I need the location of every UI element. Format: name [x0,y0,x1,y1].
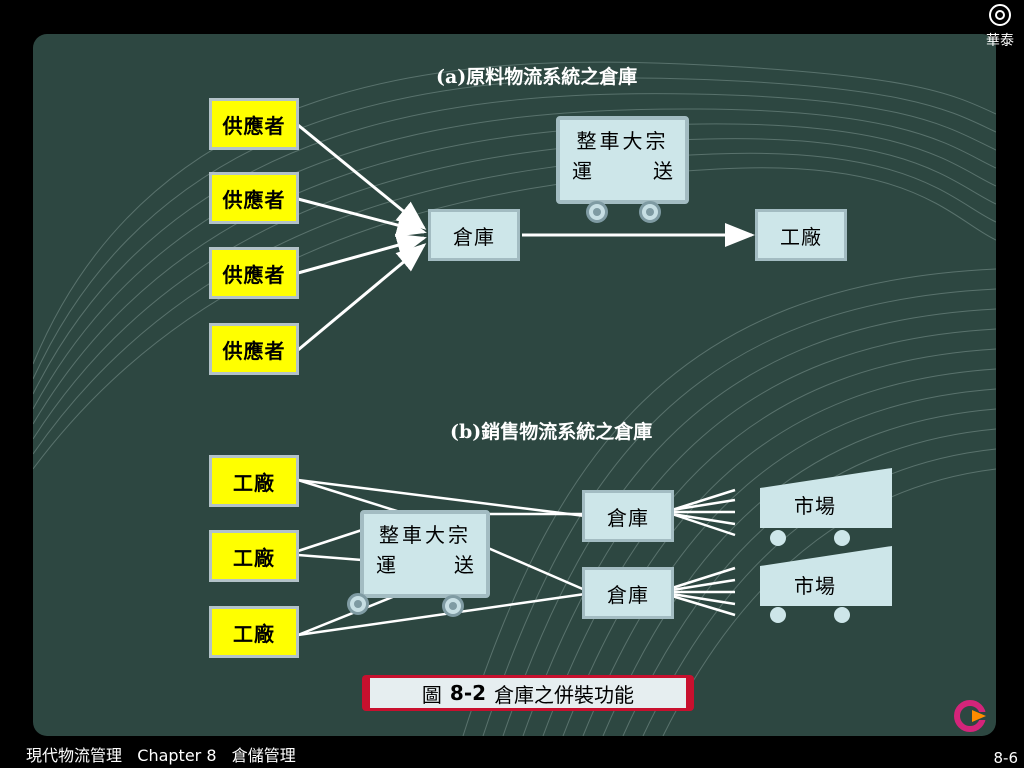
line-factory2-truck-b [297,553,363,562]
supplier-box-3: 供應者 [209,247,299,299]
truck-a-wheel-right [639,201,661,223]
market-truck-2-wheel-left [770,607,786,623]
arrow-supplier2-warehouse [297,197,427,237]
market-label-1: 市場 [794,494,836,518]
market-truck-2-wheel-right [834,607,850,623]
line-truck-warehouse2 [487,546,586,592]
truck-a-wheel-left [586,201,608,223]
next-slide-icon[interactable] [954,700,988,732]
line-factory3-truck [297,592,401,637]
factory-box-2: 工廠 [209,530,299,582]
market-truck-2-body [760,546,892,606]
market-truck-1-wheel-left [770,530,786,546]
line-factory2-truck-a [297,528,363,553]
arrow-supplier3-warehouse [297,233,427,275]
caption-title: 倉庫之併裝功能 [494,682,635,707]
warehouse-a: 倉庫 [428,209,520,261]
truck-b-line2-right: 送 [454,553,474,577]
supplier-box-1: 供應者 [209,98,299,150]
truck-b-wheel-right [442,595,464,617]
line-factory3-warehouse2 [297,592,586,637]
supplier-box-4: 供應者 [209,323,299,375]
footer-course: 現代物流管理 [26,746,123,765]
truck-b-line1: 整車大宗 [379,523,471,547]
slide-panel [33,34,996,736]
figure-caption: 圖 8-2 倉庫之併裝功能 [362,675,694,711]
bulk-transport-truck-b: 整車大宗 運 送 [360,510,490,598]
line-factory1-warehouse1 [297,478,586,518]
footer-course-info: 現代物流管理 Chapter 8 倉儲管理 [26,742,296,766]
truck-b-line2-left: 運 [376,553,396,577]
caption-prefix: 圖 [421,682,442,707]
warehouse-b-1: 倉庫 [582,490,674,542]
arrow-supplier1-warehouse [297,123,427,230]
market-label-2: 市場 [794,574,836,598]
bulk-transport-truck-a: 整車大宗 運 送 [556,116,689,204]
heading-a: (a)原料物流系統之倉庫 [436,66,638,88]
market-truck-1-body [760,468,892,528]
arrow-supplier4-warehouse [297,243,427,352]
fan-warehouse1-market [671,488,736,537]
market-truck-1-wheel-right [834,530,850,546]
publisher-logo: 華泰 [980,4,1020,50]
fan-warehouse2-market [671,566,736,617]
footer-topic: 倉儲管理 [231,746,296,765]
heading-b: (b)銷售物流系統之倉庫 [450,421,653,443]
truck-b-wheel-left [347,593,369,615]
truck-a-line2-right: 送 [653,159,673,183]
publisher-logo-icon [989,4,1011,26]
line-factory1-truck [297,478,401,514]
caption-number: 8-2 [449,681,487,705]
footer-chapter: Chapter 8 [137,746,217,765]
factory-box-3: 工廠 [209,606,299,658]
truck-a-line1: 整車大宗 [576,129,669,153]
factory-a: 工廠 [755,209,847,261]
truck-a-line2-left: 運 [572,159,592,183]
background-wave-lines [33,61,996,736]
page-number: 8-6 [993,749,1019,767]
factory-box-1: 工廠 [209,455,299,507]
supplier-box-2: 供應者 [209,172,299,224]
warehouse-b-2: 倉庫 [582,567,674,619]
publisher-name: 華泰 [986,33,1014,49]
